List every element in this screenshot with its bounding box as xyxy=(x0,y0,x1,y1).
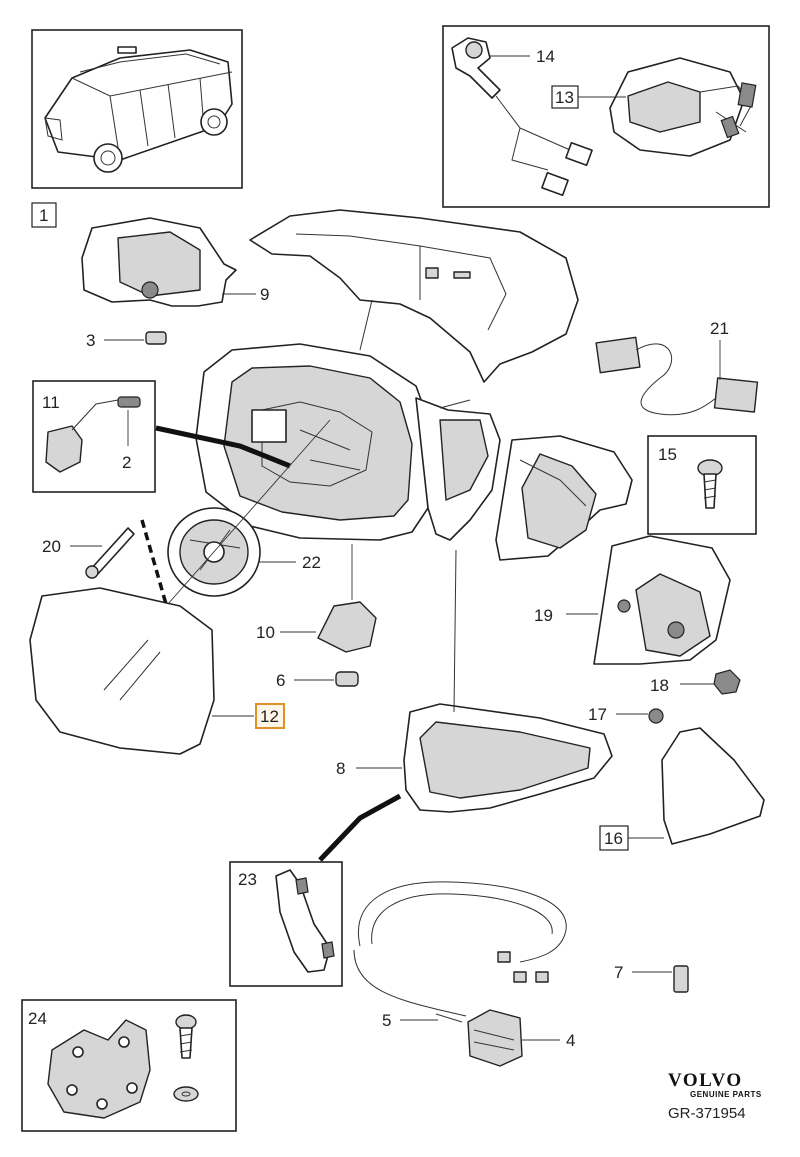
mirror-housing-frame xyxy=(195,299,501,541)
callout-3: 3 xyxy=(86,331,95,350)
inset-screw: 15 xyxy=(647,435,757,535)
callout-9: 9 xyxy=(260,285,269,304)
callout-20: 20 xyxy=(42,537,61,556)
callout-13: 13 xyxy=(555,88,574,107)
callout-23: 23 xyxy=(238,870,257,889)
part-17-clip: 17 xyxy=(588,705,664,724)
callout-7: 7 xyxy=(614,963,623,982)
inset-bulb-socket: 11 2 xyxy=(32,380,291,493)
callout-17: 17 xyxy=(588,705,607,724)
part-22-adjuster-motor: 22 xyxy=(167,419,331,605)
callout-6: 6 xyxy=(276,671,285,690)
callout-18: 18 xyxy=(650,676,669,695)
diagram-reference: GR-371954 xyxy=(668,1105,746,1122)
callout-2: 2 xyxy=(122,453,131,472)
part-10-lamp-housing: 10 xyxy=(256,544,377,653)
callout-11: 11 xyxy=(42,393,60,412)
callout-12: 12 xyxy=(260,707,279,726)
callout-24: 24 xyxy=(28,1009,47,1028)
callout-5: 5 xyxy=(382,1011,391,1030)
part-12-mirror-glass: 12 xyxy=(29,587,285,755)
section-label-text: 1 xyxy=(39,206,48,225)
part-5-wiring-harness: 5 xyxy=(353,881,567,1030)
highlighted-part-box xyxy=(255,703,285,729)
part-20-screw: 20 xyxy=(42,519,168,605)
callout-21: 21 xyxy=(710,319,729,338)
brand-tagline: GENUINE PARTS xyxy=(690,1090,762,1099)
section-label: 1 xyxy=(31,202,57,228)
part-3-bulb: 3 xyxy=(86,331,167,350)
callout-8: 8 xyxy=(336,759,345,778)
inset-seal: 23 xyxy=(229,861,343,987)
part-18-nut: 18 xyxy=(650,669,741,695)
part-21-cable: 21 xyxy=(595,319,759,416)
part-7-plug: 7 xyxy=(614,963,689,993)
part-19-mirror-base: 19 xyxy=(534,535,731,665)
inset-mounting-plate: 24 xyxy=(21,999,237,1132)
callout-22: 22 xyxy=(302,553,321,572)
callout-14: 14 xyxy=(536,47,555,66)
callout-10: 10 xyxy=(256,623,275,642)
vehicle-overview-thumbnail xyxy=(31,29,243,189)
brand-block: VOLVO GENUINE PARTS GR-371954 xyxy=(668,1070,762,1122)
brand-logo: VOLVO xyxy=(668,1070,743,1091)
mirror-cover xyxy=(249,209,579,383)
part-16-lower-cover: 16 xyxy=(599,727,765,851)
part-9-housing-bracket: 9 xyxy=(81,217,269,307)
motor-bracket xyxy=(495,435,633,561)
callout-19: 19 xyxy=(534,606,553,625)
part-6-bulb: 6 xyxy=(276,671,359,690)
inset-camera-module: 14 13 xyxy=(442,25,770,208)
part-8-lower-housing: 8 xyxy=(318,549,613,862)
part-4-connector: 4 xyxy=(467,1009,575,1067)
callout-16: 16 xyxy=(604,829,623,848)
callout-15: 15 xyxy=(658,445,677,464)
callout-4: 4 xyxy=(566,1031,575,1050)
